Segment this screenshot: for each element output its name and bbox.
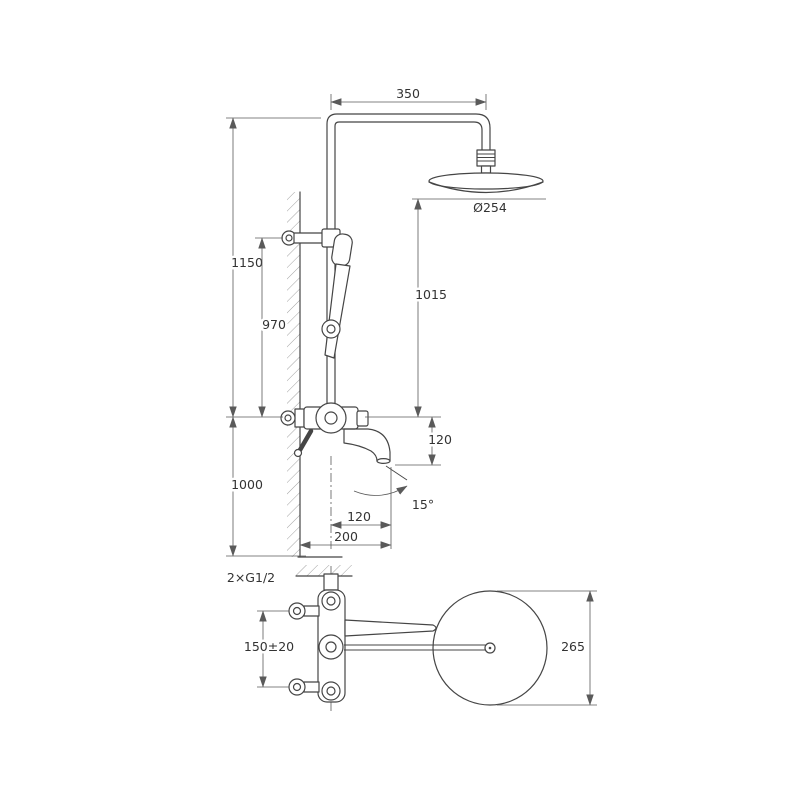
- pipe-outer-contour: [326, 113, 491, 408]
- dim-slider-above-valve: 970: [262, 317, 286, 332]
- spout-lower-edge: [343, 428, 378, 462]
- head-rim: [428, 181, 544, 194]
- valve-wall-flange: [294, 408, 305, 428]
- plan-wall-hatching: [296, 565, 352, 576]
- plan-view-dimensions: 2×G1/2 150±20 265: [224, 568, 597, 706]
- dim-valve-above-floor: 1000: [231, 477, 263, 492]
- dim-spout-reach: 120: [347, 509, 371, 524]
- dim-inlet-spacing: 150±20: [244, 639, 294, 654]
- plan-head-and-lever: [344, 590, 548, 706]
- dim-head-overall-width: 265: [561, 639, 585, 654]
- wall-hatching: [287, 192, 300, 557]
- dim-head-diameter: Ø254: [473, 200, 507, 215]
- tub-spout: [343, 428, 408, 496]
- hand-shower-assembly: [281, 228, 353, 359]
- spout-upper-edge: [343, 428, 391, 462]
- valve-handle-cap: [356, 410, 369, 427]
- dim-riser-above-valve: 1150: [231, 255, 263, 270]
- plan-view: 2×G1/2 150±20 265: [224, 565, 597, 714]
- wall-bracket: [293, 232, 325, 244]
- mixer-valve: [280, 402, 369, 458]
- plan-valve-body: [288, 573, 346, 703]
- plan-wall-stub: [323, 573, 339, 591]
- head-connector: [476, 149, 496, 167]
- dim-spout-overall-reach: 200: [334, 529, 358, 544]
- swivel-arc-arrow: [353, 485, 408, 496]
- plan-lever-handle: [344, 619, 437, 637]
- rain-shower-head: [428, 149, 544, 194]
- spout-mouth: [376, 458, 391, 465]
- front-view-dimensions: 350 Ø254 1150 1000 970 1015 120: [226, 84, 546, 557]
- diverter-lever: [297, 428, 314, 453]
- dim-head-to-valve: 1015: [415, 287, 447, 302]
- front-view: 350 Ø254 1150 1000 970 1015 120: [226, 84, 546, 558]
- pipe-inner-contour: [334, 121, 483, 408]
- dim-arm-length: 350: [396, 86, 420, 101]
- dim-valve-to-spout-drop: 120: [428, 432, 452, 447]
- riser-and-arm: [326, 113, 491, 408]
- swivel-ray: [385, 465, 408, 481]
- head-ball-joint: [480, 165, 492, 174]
- dim-spout-swivel-angle: 15°: [412, 497, 434, 512]
- handset-handle: [324, 263, 351, 359]
- head-disc: [428, 172, 544, 190]
- dim-inlet-connections: 2×G1/2: [227, 570, 275, 585]
- wall-section: [287, 191, 343, 558]
